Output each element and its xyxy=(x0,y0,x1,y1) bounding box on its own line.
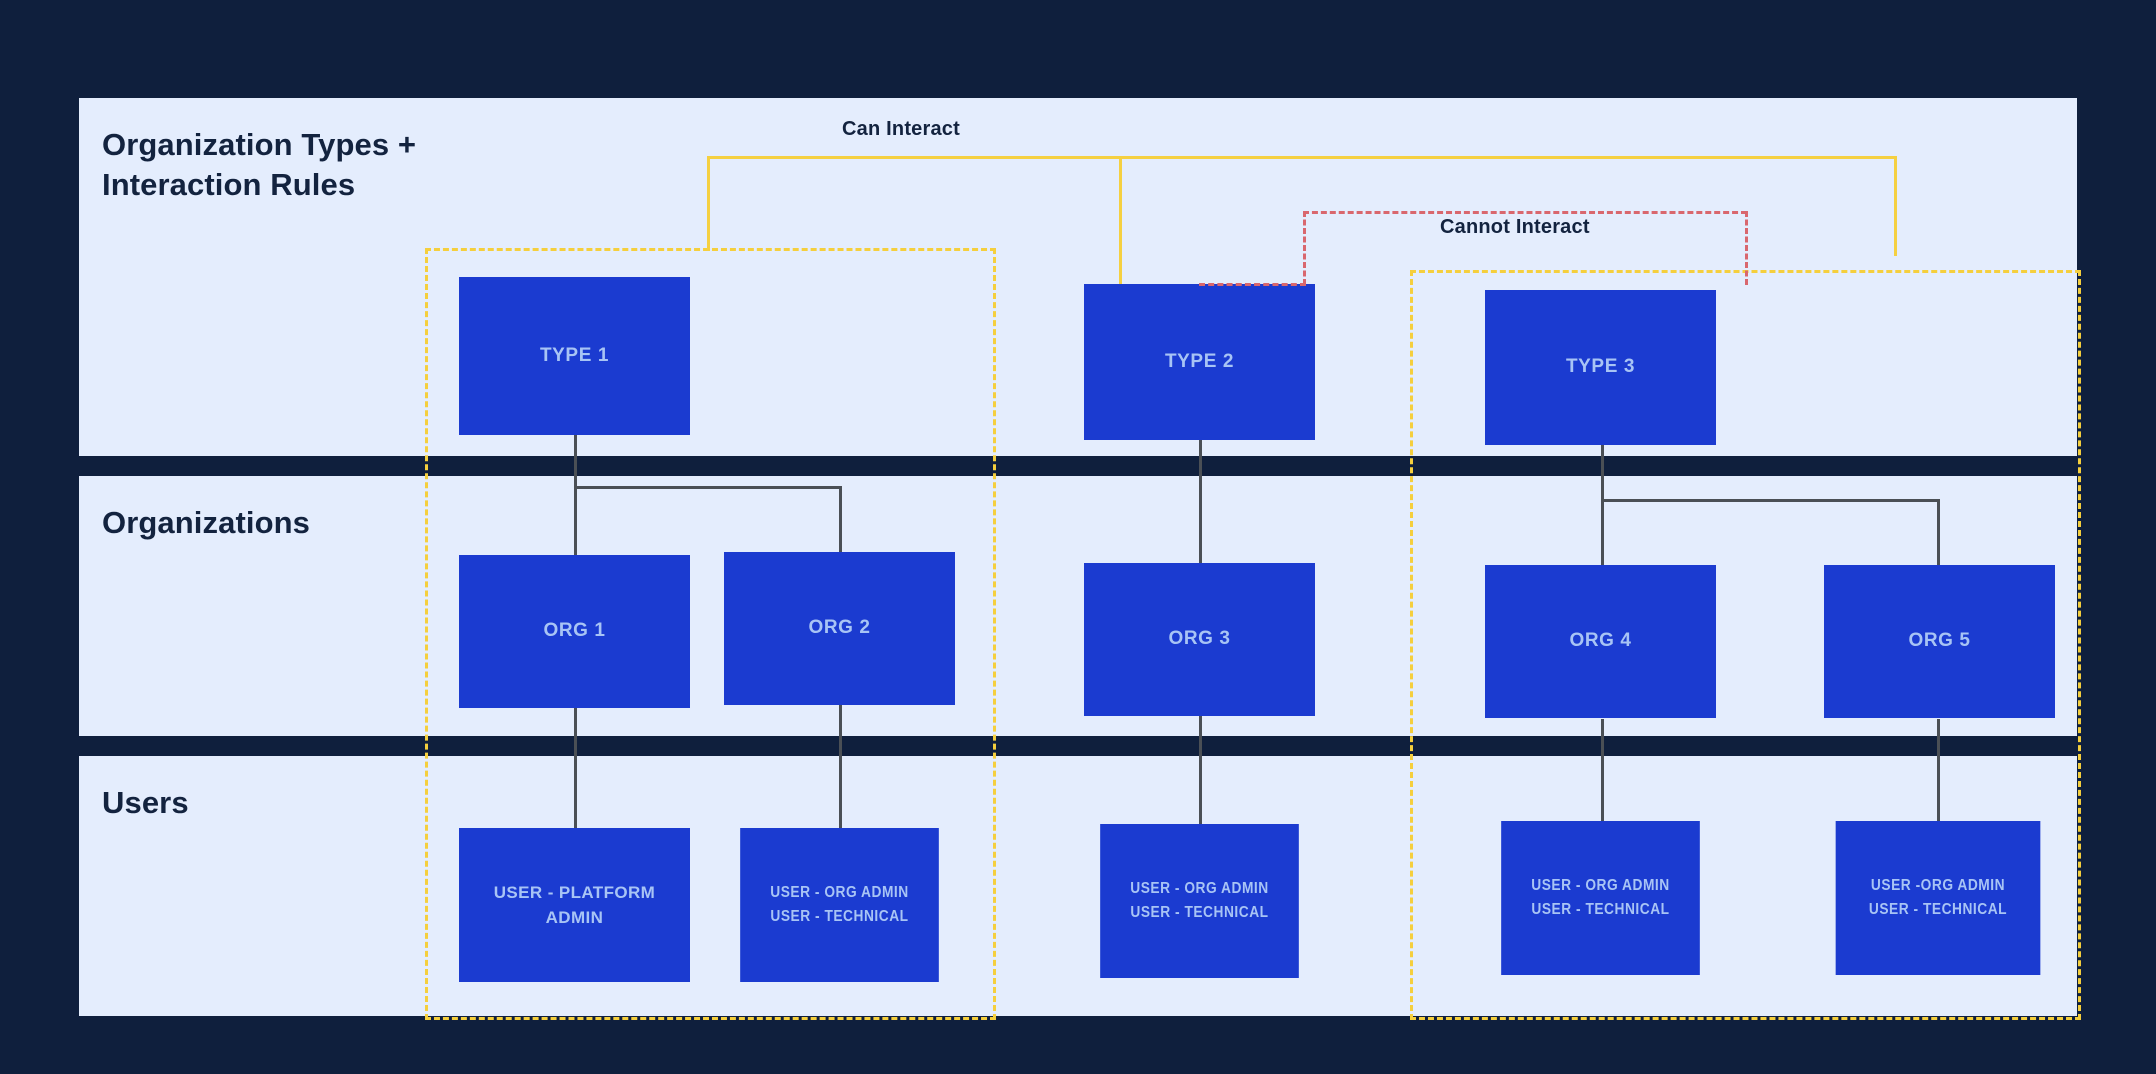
connector-type3-stem xyxy=(1601,442,1604,546)
connector-org2-to-user xyxy=(839,705,842,828)
band-organizations xyxy=(79,476,2077,736)
connector-type3-bus xyxy=(1601,499,1939,502)
connector-org1-riser xyxy=(574,486,577,562)
node-user-4[interactable]: USER - ORG ADMIN USER - TECHNICAL xyxy=(1501,821,1700,975)
node-org-4[interactable]: ORG 4 xyxy=(1485,565,1716,718)
node-org-1[interactable]: ORG 1 xyxy=(459,555,690,708)
connector-org3-to-user xyxy=(1199,716,1202,826)
node-type-2[interactable]: TYPE 2 xyxy=(1084,284,1315,440)
connector-org5-riser xyxy=(1937,499,1940,565)
node-org-5[interactable]: ORG 5 xyxy=(1824,565,2055,718)
node-user-5[interactable]: USER -ORG ADMIN USER - TECHNICAL xyxy=(1835,821,2041,975)
connector-type2-to-org3 xyxy=(1199,438,1202,564)
connector-org4-to-user xyxy=(1601,719,1604,822)
connector-org5-to-user xyxy=(1937,719,1940,822)
node-user-3[interactable]: USER - ORG ADMIN USER - TECHNICAL xyxy=(1100,824,1299,978)
node-user-1[interactable]: USER - PLATFORM ADMIN xyxy=(459,828,690,982)
cannot-interact-label: Cannot Interact xyxy=(1440,216,1590,238)
node-type-3[interactable]: TYPE 3 xyxy=(1485,290,1716,445)
connector-type1-bus xyxy=(574,486,842,489)
band-label-users: Users xyxy=(102,785,189,820)
node-user-2[interactable]: USER - ORG ADMIN USER - TECHNICAL xyxy=(740,828,939,982)
connector-org2-riser xyxy=(839,486,842,562)
connector-org4-riser xyxy=(1601,499,1604,565)
band-users xyxy=(79,756,2077,1016)
node-org-2[interactable]: ORG 2 xyxy=(724,552,955,705)
node-org-3[interactable]: ORG 3 xyxy=(1084,563,1315,716)
node-type-1[interactable]: TYPE 1 xyxy=(459,277,690,435)
can-interact-label: Can Interact xyxy=(842,118,960,140)
band-label-organization-types: Organization Types + Interaction Rules xyxy=(102,127,417,202)
connector-org1-to-user xyxy=(574,705,577,828)
band-label-organizations: Organizations xyxy=(102,505,310,540)
